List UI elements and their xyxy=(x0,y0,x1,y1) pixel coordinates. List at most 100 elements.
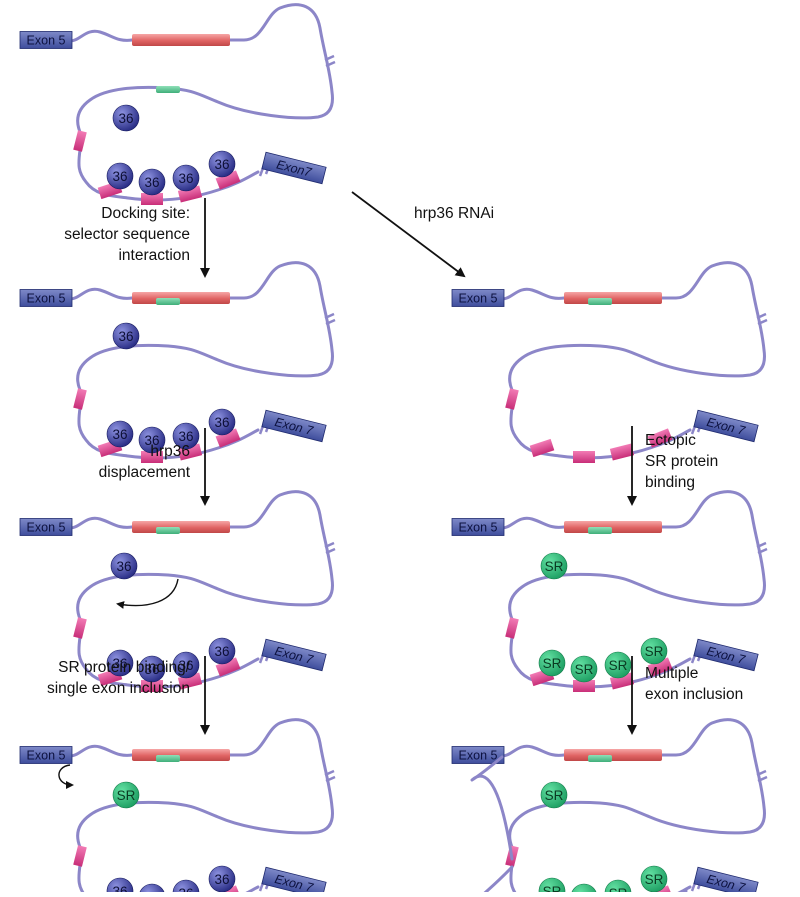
docking-site xyxy=(588,755,612,762)
sr-protein: SR xyxy=(540,552,568,580)
cassette-exon xyxy=(505,388,519,410)
rna-strand-upper xyxy=(68,261,334,392)
protein-label: 36 xyxy=(144,433,159,448)
cassette-exon xyxy=(647,428,673,448)
protein-label: SR xyxy=(575,662,594,677)
exon-joining-arrow xyxy=(58,764,74,789)
protein-label: 36 xyxy=(178,171,193,186)
protein-label: 36 xyxy=(214,415,229,430)
exon-label: Exon 5 xyxy=(459,521,498,535)
exon-label: Exon 5 xyxy=(459,292,498,306)
hrp36-protein: 36 xyxy=(172,164,200,192)
exon-5: Exon 5 xyxy=(19,31,73,49)
exon-5: Exon 5 xyxy=(19,518,73,536)
exon-7: Exon7 xyxy=(261,151,327,185)
exon-box xyxy=(19,289,73,307)
rna-strand-lower xyxy=(509,863,692,897)
hrp36-protein: 36 xyxy=(172,651,200,679)
hrp36-protein: 36 xyxy=(138,168,166,196)
exon-7: Exon 7 xyxy=(693,409,759,443)
cassette-exon xyxy=(505,617,519,639)
splice-join-line xyxy=(470,755,514,861)
caption-docking-site: Docking site: selector sequence interact… xyxy=(64,205,190,264)
hrp36-protein: 36 xyxy=(208,408,236,436)
hrp36-protein: 36 xyxy=(106,877,134,897)
protein-label: 36 xyxy=(178,658,193,673)
sr-protein: SR xyxy=(112,781,140,809)
exon-label: Exon 5 xyxy=(27,292,66,306)
cassette-exon xyxy=(215,428,241,448)
protein-label: SR xyxy=(543,884,562,892)
caption-sr-single-exon-inclusion: SR protein binding/ single exon inclusio… xyxy=(46,659,190,697)
rna-strand-upper xyxy=(500,718,766,849)
caption-multiple-exon-inclusion: Multiple exon inclusion xyxy=(645,665,744,703)
exon-5: Exon 5 xyxy=(19,289,73,307)
cassette-exon xyxy=(73,617,87,639)
exon-box xyxy=(19,746,73,764)
exon-box xyxy=(19,31,73,49)
protein-label: 36 xyxy=(214,644,229,659)
protein-label: SR xyxy=(609,658,628,673)
exon-box xyxy=(261,151,327,185)
protein-label: 36 xyxy=(118,329,133,344)
hrp36-protein: 36 xyxy=(208,637,236,665)
cassette-exon xyxy=(141,193,163,205)
cassette-exon xyxy=(215,657,241,677)
protein-label: 36 xyxy=(112,656,127,671)
exon-box xyxy=(261,638,327,672)
exon-box xyxy=(261,409,327,443)
protein-label: 36 xyxy=(144,175,159,190)
cassette-exon xyxy=(647,657,673,677)
hrp36-protein: 36 xyxy=(208,865,236,893)
cassette-exon xyxy=(215,170,241,190)
rna-strand-lower xyxy=(77,863,260,897)
cassette-exon xyxy=(73,388,87,410)
pre-mrna-rnai-state: Exon 5 Exon 7 xyxy=(451,261,768,463)
rna-strand-upper xyxy=(500,261,766,392)
exon-7: Exon 7 xyxy=(261,638,327,672)
hrp36-protein: 36 xyxy=(138,883,166,897)
hrp36-protein: 36 xyxy=(138,655,166,683)
rna-strand-lower xyxy=(509,635,692,689)
strand-break-mark xyxy=(756,541,768,555)
hrp36-protein: 36 xyxy=(138,426,166,454)
caption-hrp36-rnai: hrp36 RNAi xyxy=(414,205,495,222)
exon-box xyxy=(693,638,759,672)
strand-break-mark xyxy=(756,312,768,326)
selector-sequence xyxy=(132,521,230,533)
rna-strand-upper xyxy=(500,490,766,621)
hrp36-protein: 36 xyxy=(112,104,140,132)
cassette-exon xyxy=(573,680,595,692)
rna-strand-upper xyxy=(68,3,334,134)
cassette-exon xyxy=(141,680,163,692)
protein-label: 36 xyxy=(178,429,193,444)
exon-label: Exon 5 xyxy=(459,749,498,763)
hrp36-protein: 36 xyxy=(106,649,134,677)
docking-site xyxy=(588,298,612,305)
sr-protein: SR xyxy=(540,781,568,809)
exon-box xyxy=(451,746,505,764)
sr-protein: SR xyxy=(640,637,668,665)
exon-label: Exon 5 xyxy=(27,34,66,48)
rna-strand-lower xyxy=(77,148,260,202)
flow-arrow-rnai xyxy=(351,191,466,278)
selector-sequence xyxy=(132,34,230,46)
protein-label: 36 xyxy=(144,662,159,677)
displacement-arrow xyxy=(116,578,179,609)
exon-box xyxy=(693,866,759,897)
sr-protein: SR xyxy=(640,865,668,893)
hrp36-protein: 36 xyxy=(110,552,138,580)
rna-strand-upper xyxy=(68,718,334,849)
docking-site xyxy=(156,86,180,93)
rna-strand-lower xyxy=(77,635,260,689)
exon-box xyxy=(693,409,759,443)
protein-label: 36 xyxy=(214,872,229,887)
docking-site xyxy=(156,527,180,534)
protein-label: 36 xyxy=(214,157,229,172)
protein-label: SR xyxy=(609,886,628,892)
sr-protein: SR xyxy=(538,877,566,897)
protein-label: 36 xyxy=(118,111,133,126)
